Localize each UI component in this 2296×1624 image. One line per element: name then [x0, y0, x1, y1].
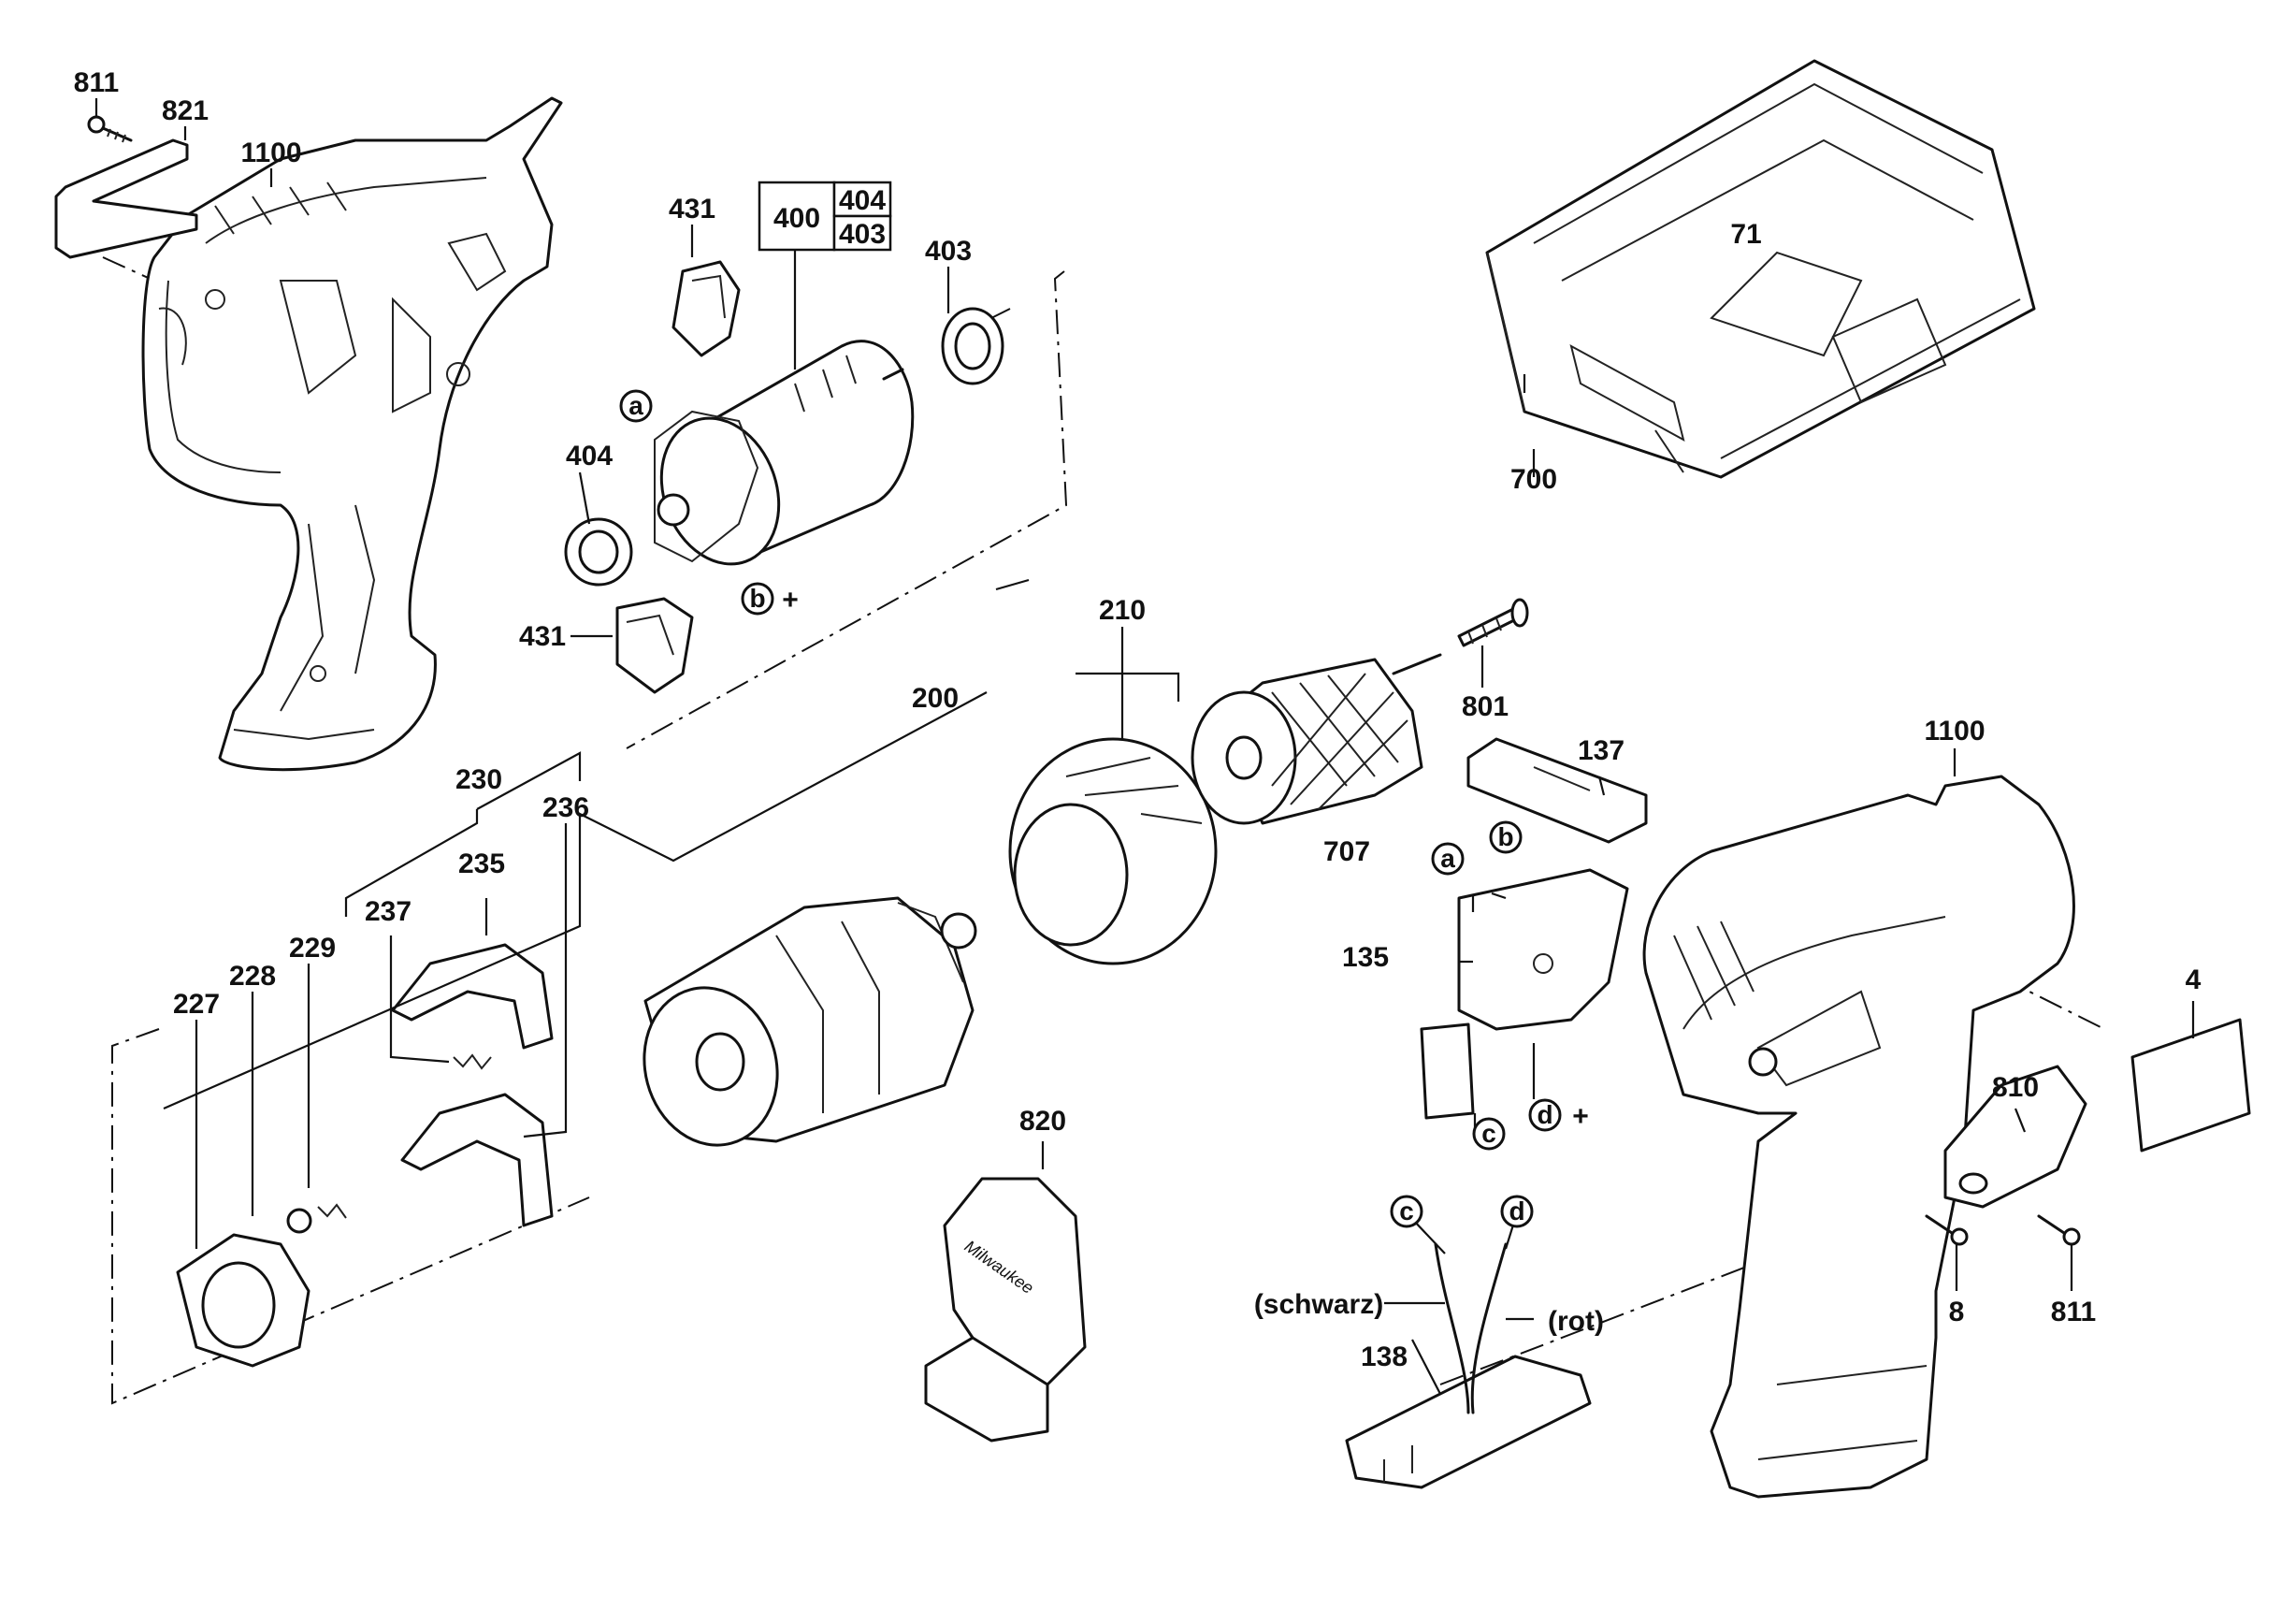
clutch-ring-235	[391, 943, 554, 1050]
label-700: 700	[1510, 464, 1557, 495]
label-230: 230	[455, 764, 502, 795]
label-137: 137	[1578, 735, 1625, 766]
chuck-707	[1191, 653, 1442, 825]
brush-holder-431-top	[671, 260, 741, 357]
nameplate-4	[2130, 1018, 2251, 1153]
belt-clip-810	[1943, 1065, 2087, 1209]
screw-811-top	[87, 115, 133, 143]
label-210: 210	[1099, 595, 1146, 626]
part-labels: 811 821 1100 431 400 404 403 403 404 431…	[74, 67, 2202, 1372]
label-237: 237	[365, 896, 412, 927]
connector-a-switch: a	[1440, 844, 1455, 873]
label-4: 4	[2186, 964, 2202, 995]
connector-d-switch: d	[1537, 1100, 1552, 1129]
connector-markers: a b + a b c d + c d	[619, 389, 1589, 1228]
label-821: 821	[162, 95, 209, 126]
ball-228	[286, 1208, 312, 1234]
switch-button-137	[1466, 737, 1648, 844]
label-235: 235	[458, 848, 505, 879]
connector-d-terminal: d	[1509, 1196, 1524, 1225]
leader-lines	[94, 98, 2195, 1395]
gearbox-200	[643, 896, 977, 1147]
label-431-bottom: 431	[519, 621, 566, 652]
label-801: 801	[1462, 691, 1509, 722]
label-811-top: 811	[74, 67, 119, 98]
label-200: 200	[912, 683, 959, 714]
bearing-403	[941, 307, 1004, 385]
spring-229	[317, 1203, 347, 1219]
label-404-box: 404	[839, 185, 886, 216]
label-404: 404	[566, 441, 613, 471]
label-403-box: 403	[839, 219, 886, 250]
clip-821	[54, 138, 198, 259]
label-228: 228	[229, 961, 276, 992]
battery-terminal-138	[1345, 1242, 1592, 1489]
connector-c-switch: c	[1481, 1119, 1496, 1148]
label-431-top: 431	[669, 194, 715, 225]
connector-d-plus: +	[1572, 1101, 1589, 1132]
connector-a-motor: a	[628, 391, 643, 420]
label-135: 135	[1342, 942, 1389, 973]
label-227: 227	[173, 989, 220, 1020]
label-403: 403	[925, 236, 972, 267]
label-820: 820	[1019, 1106, 1066, 1137]
clutch-collar-210	[1008, 737, 1218, 965]
label-1100-top: 1100	[240, 138, 301, 168]
label-707: 707	[1323, 836, 1370, 867]
label-400: 400	[773, 203, 820, 234]
connector-b-switch: b	[1497, 822, 1513, 851]
label-811-bottom: 811	[2051, 1297, 2096, 1327]
carry-case-700	[1485, 59, 2036, 479]
brush-holder-431-bottom	[615, 597, 694, 694]
label-236: 236	[542, 792, 589, 823]
label-1100-right: 1100	[1924, 716, 1985, 747]
screw-8	[1925, 1214, 1969, 1246]
housing-half-left	[141, 96, 563, 772]
label-810: 810	[1992, 1072, 2039, 1103]
switch-135	[1420, 868, 1629, 1120]
label-schwarz: (schwarz)	[1254, 1289, 1383, 1320]
label-rot: (rot)	[1548, 1306, 1604, 1337]
bearing-404	[564, 517, 633, 587]
connector-c-terminal: c	[1399, 1196, 1414, 1225]
connector-b-motor: b	[749, 584, 765, 613]
label-138: 138	[1361, 1341, 1408, 1372]
label-229: 229	[289, 933, 336, 964]
motor-400	[654, 340, 915, 566]
connector-b-plus: +	[782, 585, 799, 616]
spring-237	[453, 1053, 492, 1070]
clutch-plate-236	[400, 1093, 554, 1227]
label-71: 71	[1730, 219, 1761, 250]
screw-811-bottom	[2037, 1214, 2081, 1246]
label-8: 8	[1949, 1297, 1965, 1327]
motor-label-box	[758, 181, 892, 252]
ring-227	[176, 1233, 310, 1368]
bit-holder-820: Milwaukee	[924, 1177, 1087, 1443]
housing-assembled-right	[1642, 775, 2075, 1499]
screw-801	[1457, 598, 1529, 647]
